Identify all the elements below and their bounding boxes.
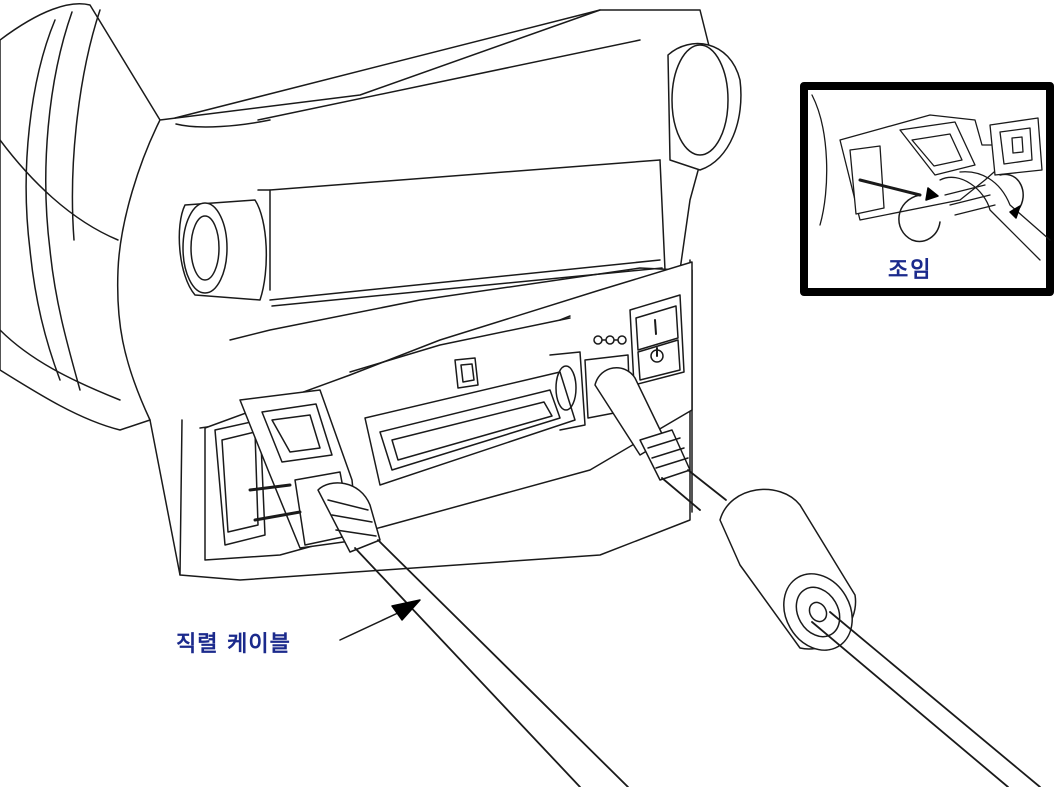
leader-arrow xyxy=(339,599,421,641)
ferrite-core xyxy=(719,488,857,651)
power-switch[interactable] xyxy=(629,294,685,386)
printer-spool-housing xyxy=(0,3,161,431)
inset-detail xyxy=(800,82,1054,296)
rotation-arrow-icon xyxy=(898,173,1024,243)
serial-cable xyxy=(354,539,629,788)
serial-cable-callout: 직렬 케이블 xyxy=(176,632,291,657)
power-cable xyxy=(811,611,1041,788)
right-hinge-knob xyxy=(667,42,742,171)
power-cable-plug xyxy=(594,367,727,511)
serial-connector xyxy=(214,389,381,553)
parallel-port xyxy=(364,351,586,486)
left-hinge-knob xyxy=(178,199,268,301)
tighten-callout: 조임 xyxy=(888,258,933,283)
